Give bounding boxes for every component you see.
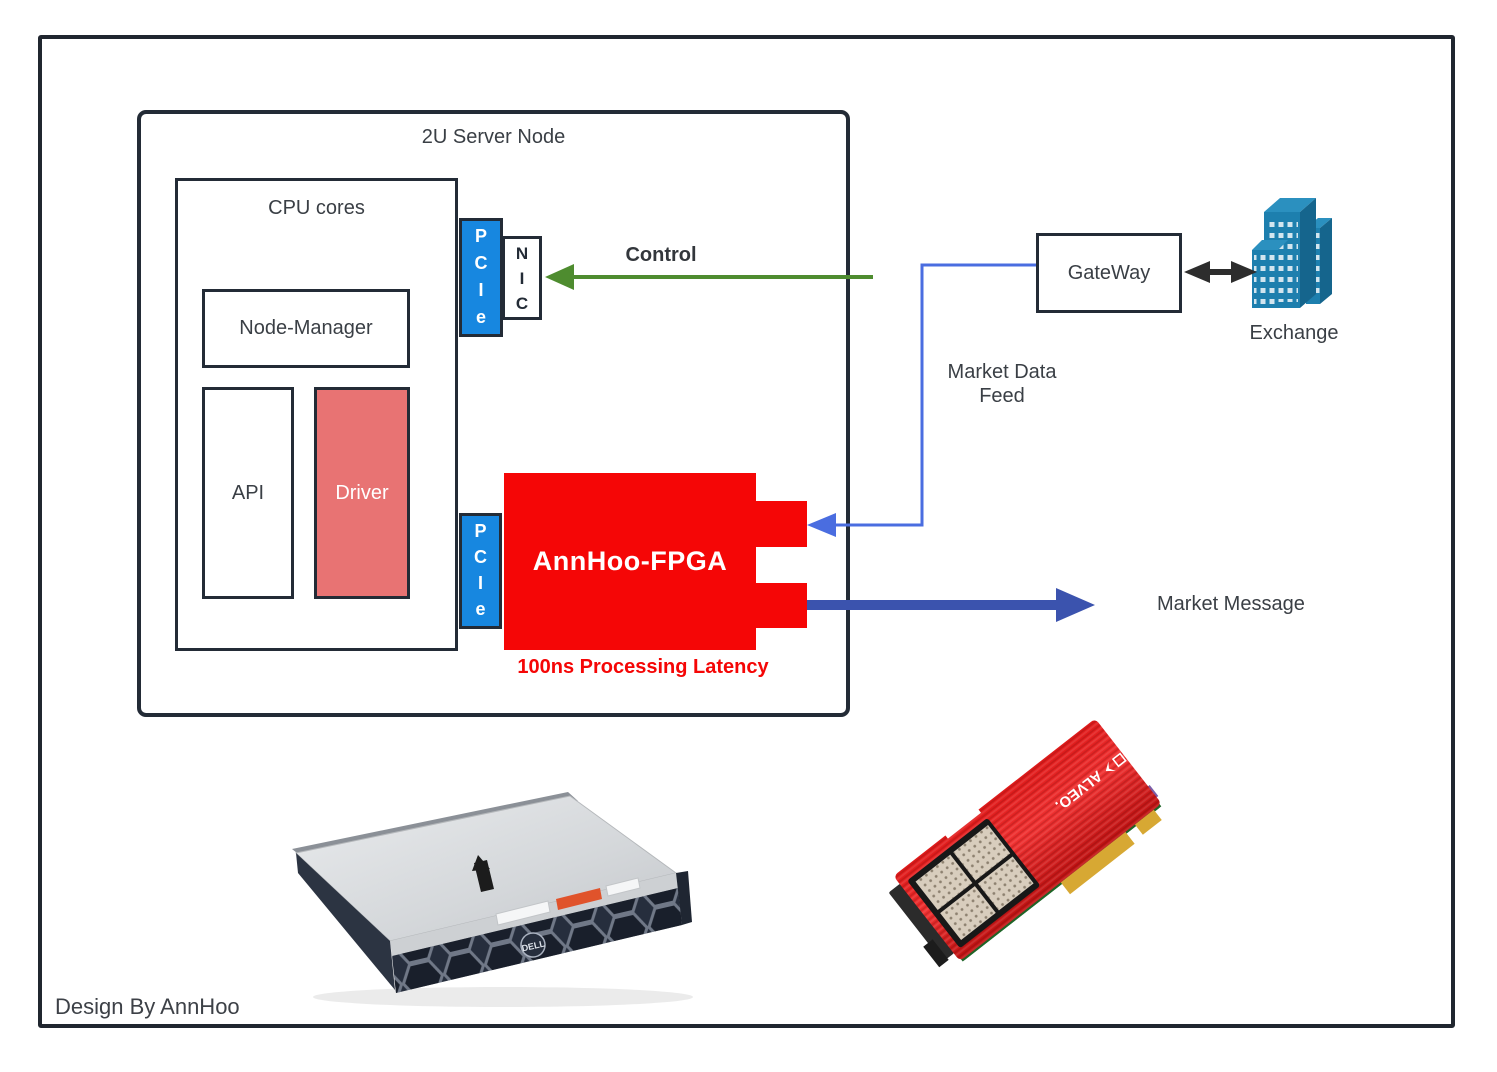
control-flow-label: Control (625, 244, 697, 266)
api-box: API (202, 387, 294, 599)
pcie-top-box: P C I e (459, 218, 503, 337)
exchange-building-icon (1252, 198, 1332, 308)
cpu-cores-title: CPU cores (268, 197, 365, 219)
market-data-feed-label: Market Data Feed (947, 361, 1057, 407)
dell-server-image: DELL (292, 792, 693, 1007)
exchange-label: Exchange (1249, 322, 1339, 344)
server-node-title: 2U Server Node (421, 126, 566, 148)
fpga-port-out (756, 583, 807, 628)
fpga-latency-note: 100ns Processing Latency (517, 656, 769, 678)
pcie-bottom-box: P C I e (459, 513, 502, 629)
gateway-box: GateWay (1036, 233, 1182, 313)
nic-box: N I C (502, 236, 542, 320)
fpga-box (504, 473, 756, 650)
node-manager-box: Node-Manager (202, 289, 410, 368)
fpga-port-in (756, 501, 807, 547)
market-message-label: Market Message (1157, 593, 1305, 615)
fpga-title: AnnHoo-FPGA (532, 546, 728, 576)
credit-text: Design By AnnHoo (55, 994, 240, 1019)
driver-box: Driver (314, 387, 410, 599)
alveo-fpga-card-image: ALVEO. (889, 720, 1162, 968)
